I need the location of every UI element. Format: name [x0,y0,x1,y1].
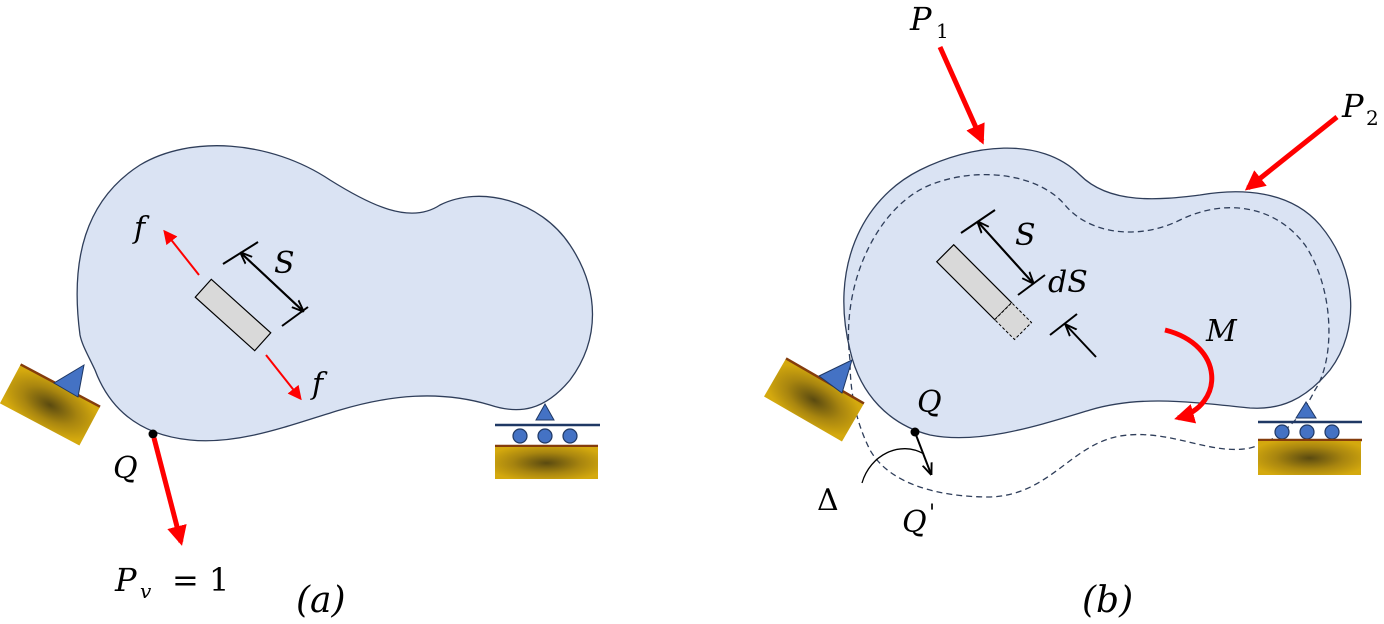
dimension-s-a [222,241,309,327]
point-q-a [148,429,158,439]
label-m: M [1205,314,1238,349]
ground-block [764,358,864,442]
panel-b: P 1 P 2 S dS M Q Q ' Δ (b) [764,0,1379,621]
label-p2-sub: 2 [1366,106,1379,130]
panel-a: f f S Q P v = 1 (a) [0,145,600,621]
pin-support-left-a [0,363,101,446]
elongation-ds [994,302,1033,341]
delta-leader [861,448,925,484]
roller-triangle [1295,401,1317,419]
ground-block [1258,441,1361,475]
load-arrow-p1 [937,45,985,145]
label-p2: P [1341,87,1364,125]
elastic-body-b [843,147,1352,439]
label-q-a: Q [113,451,138,486]
label-pv-eq: P v = 1 [114,561,229,603]
label-p1: P [909,0,932,38]
label-q-prime-mark: ' [929,501,935,526]
label-pv: P [114,561,137,599]
load-arrow-p2 [1244,115,1339,191]
roller-support-right-a [495,402,600,479]
label-s-b: S [1015,218,1036,253]
label-p1-sub: 1 [936,19,949,43]
pin-triangle [818,359,853,394]
moment-arrow-m [1164,327,1215,424]
member-bar-a [194,278,272,352]
deformed-shape [847,174,1330,498]
displacement-arrow [915,434,931,474]
pin-triangle [53,363,85,398]
ground-block [0,364,101,446]
virtual-load-arrow [151,437,187,546]
caption-b: (b) [1082,580,1133,621]
force-arrow-f-bottom [265,354,302,401]
dimension-s-b [960,209,1097,358]
label-delta: Δ [817,483,839,518]
ground-block [495,447,598,479]
elastic-body-a [76,145,594,442]
roller-support-right-b [1258,401,1362,475]
label-pv-equals: = 1 [172,561,229,599]
roller-triangle [535,402,555,421]
label-q-prime: Q [902,505,927,540]
label-ds: dS [1048,265,1088,300]
force-arrow-f-top [163,229,200,276]
label-q-b: Q [917,385,942,420]
label-s-a: S [274,246,295,281]
member-bar-b [935,243,1033,341]
point-q-b [910,427,920,437]
caption-a: (a) [296,580,346,621]
label-pv-sub: v [140,579,152,603]
pin-support-left-b [764,357,865,442]
